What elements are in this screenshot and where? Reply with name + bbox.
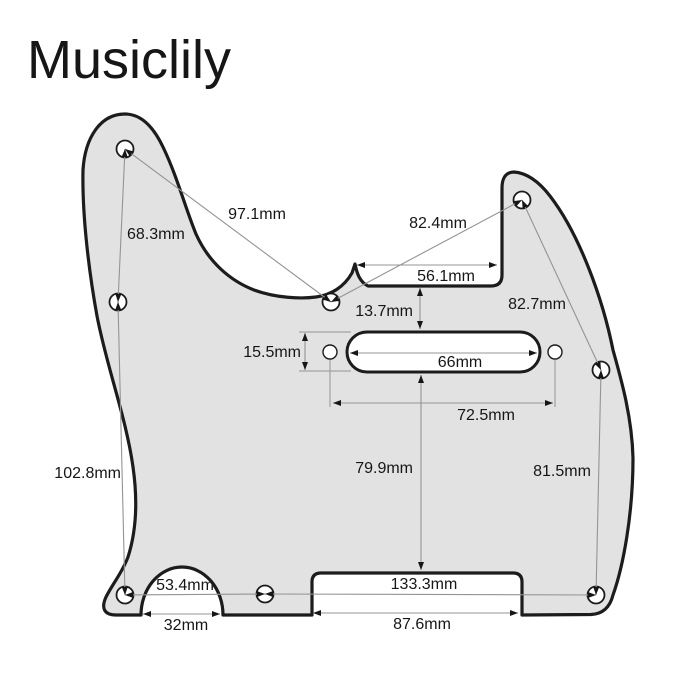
dim-label-notch-to-pickup-gap: 13.7mm — [355, 303, 413, 320]
dim-label-pickup-cutout-length: 66mm — [438, 354, 482, 371]
brand-logo: Musiclily — [27, 30, 231, 90]
dim-label-upper-left-to-middle-screw: 97.1mm — [228, 206, 286, 223]
dim-label-middle-to-upper-right-screw: 82.4mm — [409, 215, 467, 232]
dim-label-neck-notch-width: 56.1mm — [417, 268, 475, 285]
pickup-screw-hole-left — [322, 344, 338, 360]
dim-label-bridge-notch-width: 87.6mm — [393, 616, 451, 633]
dim-line-upper-right-to-right-screw — [521, 199, 602, 371]
dim-line-bottom-screws-span — [264, 591, 597, 598]
dim-line-upper-left-screws — [115, 148, 128, 303]
dim-label-left-side-screws: 102.8mm — [54, 465, 121, 482]
dim-label-bottom-left-screws: 53.4mm — [156, 577, 214, 594]
dim-label-bottom-screws-span: 133.3mm — [391, 576, 458, 593]
dim-label-pickup-to-bridge-notch: 79.9mm — [355, 460, 413, 477]
dim-label-pickup-cutout-height: 15.5mm — [243, 344, 301, 361]
dim-line-right-side-screws — [593, 369, 604, 596]
pickup-screw-hole-right — [547, 344, 563, 360]
dim-label-pickup-screw-spacing: 72.5mm — [457, 407, 515, 424]
dim-line-bottom-left-screws — [124, 591, 266, 598]
dim-line-middle-to-upper-right-screw — [330, 199, 523, 303]
dim-label-upper-right-to-right-screw: 82.7mm — [508, 296, 566, 313]
dim-label-right-side-screws: 81.5mm — [533, 463, 591, 480]
dim-label-upper-left-screws: 68.3mm — [127, 226, 185, 243]
dim-line-left-side-screws — [115, 301, 128, 596]
dim-label-semicircle-width: 32mm — [164, 617, 208, 634]
dim-line-upper-left-to-middle-screw — [124, 148, 332, 303]
